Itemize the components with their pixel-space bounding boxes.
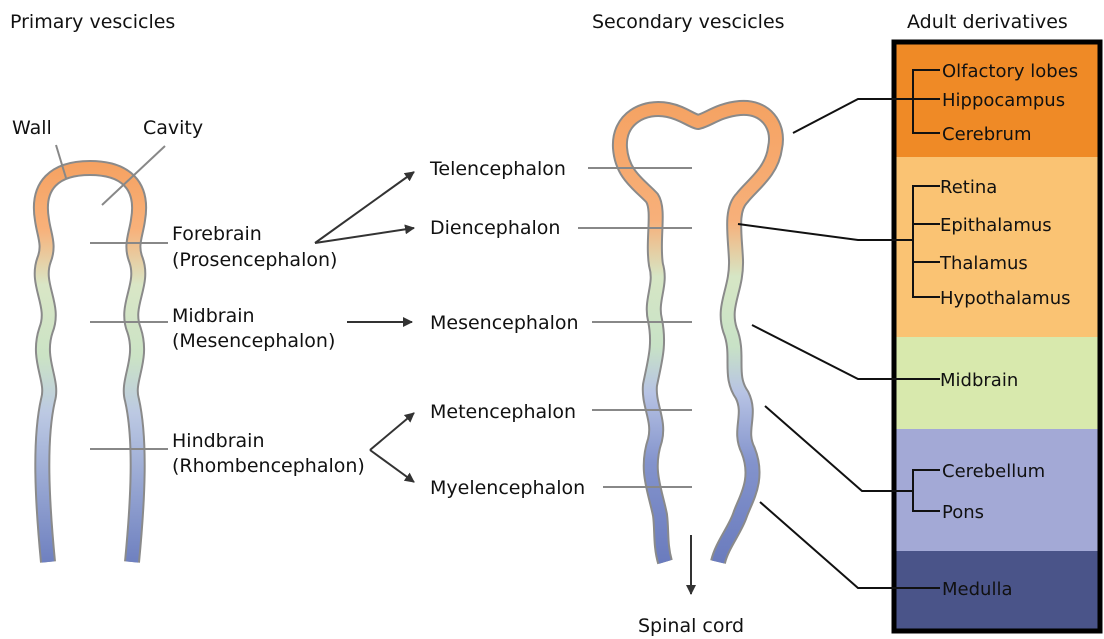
arrow-hindbrain-to-metencephalon [370, 413, 414, 450]
label-wall: Wall [12, 117, 52, 139]
header-secondary-vesicles: Secondary vescicles [592, 11, 785, 33]
label-cavity: Cavity [143, 117, 203, 139]
secondary-vesicle-tube [620, 108, 776, 562]
label-midbrain-adult: Midbrain [940, 370, 1018, 391]
label-retina: Retina [940, 177, 997, 198]
label-hypothalamus: Hypothalamus [940, 288, 1070, 309]
label-midbrain: Midbrain [172, 305, 255, 327]
label-epithalamus: Epithalamus [940, 215, 1052, 236]
label-hindbrain: Hindbrain [172, 430, 265, 452]
label-cerebrum: Cerebrum [942, 124, 1032, 145]
primary-tube-wall [41, 168, 139, 562]
label-telencephalon: Telencephalon [429, 158, 566, 180]
label-thalamus: Thalamus [939, 253, 1028, 274]
label-medulla: Medulla [942, 579, 1012, 600]
label-hippocampus: Hippocampus [942, 90, 1065, 111]
label-spinal-cord: Spinal cord [638, 615, 744, 637]
header-primary-vesicles: Primary vescicles [10, 11, 175, 33]
label-rhombencephalon: (Rhombencephalon) [172, 455, 365, 477]
label-metencephalon: Metencephalon [430, 401, 576, 423]
label-cerebellum: Cerebellum [942, 461, 1045, 482]
arrow-forebrain-to-diencephalon [315, 228, 414, 243]
label-mesencephalon-primary: (Mesencephalon) [172, 330, 335, 352]
label-pons: Pons [942, 502, 984, 523]
label-forebrain: Forebrain [172, 223, 262, 245]
arrow-forebrain-to-telencephalon [315, 172, 414, 243]
label-diencephalon: Diencephalon [430, 217, 560, 239]
header-adult-derivatives: Adult derivatives [907, 11, 1068, 33]
arrow-hindbrain-to-myelencephalon [370, 450, 414, 482]
label-mesencephalon: Mesencephalon [430, 312, 579, 334]
label-myelencephalon: Myelencephalon [430, 477, 585, 499]
box-metencephalon-derivatives [894, 429, 1100, 551]
label-prosencephalon: (Prosencephalon) [172, 249, 337, 271]
label-olfactory-lobes: Olfactory lobes [942, 61, 1078, 82]
primary-vesicle-tube [41, 168, 139, 562]
